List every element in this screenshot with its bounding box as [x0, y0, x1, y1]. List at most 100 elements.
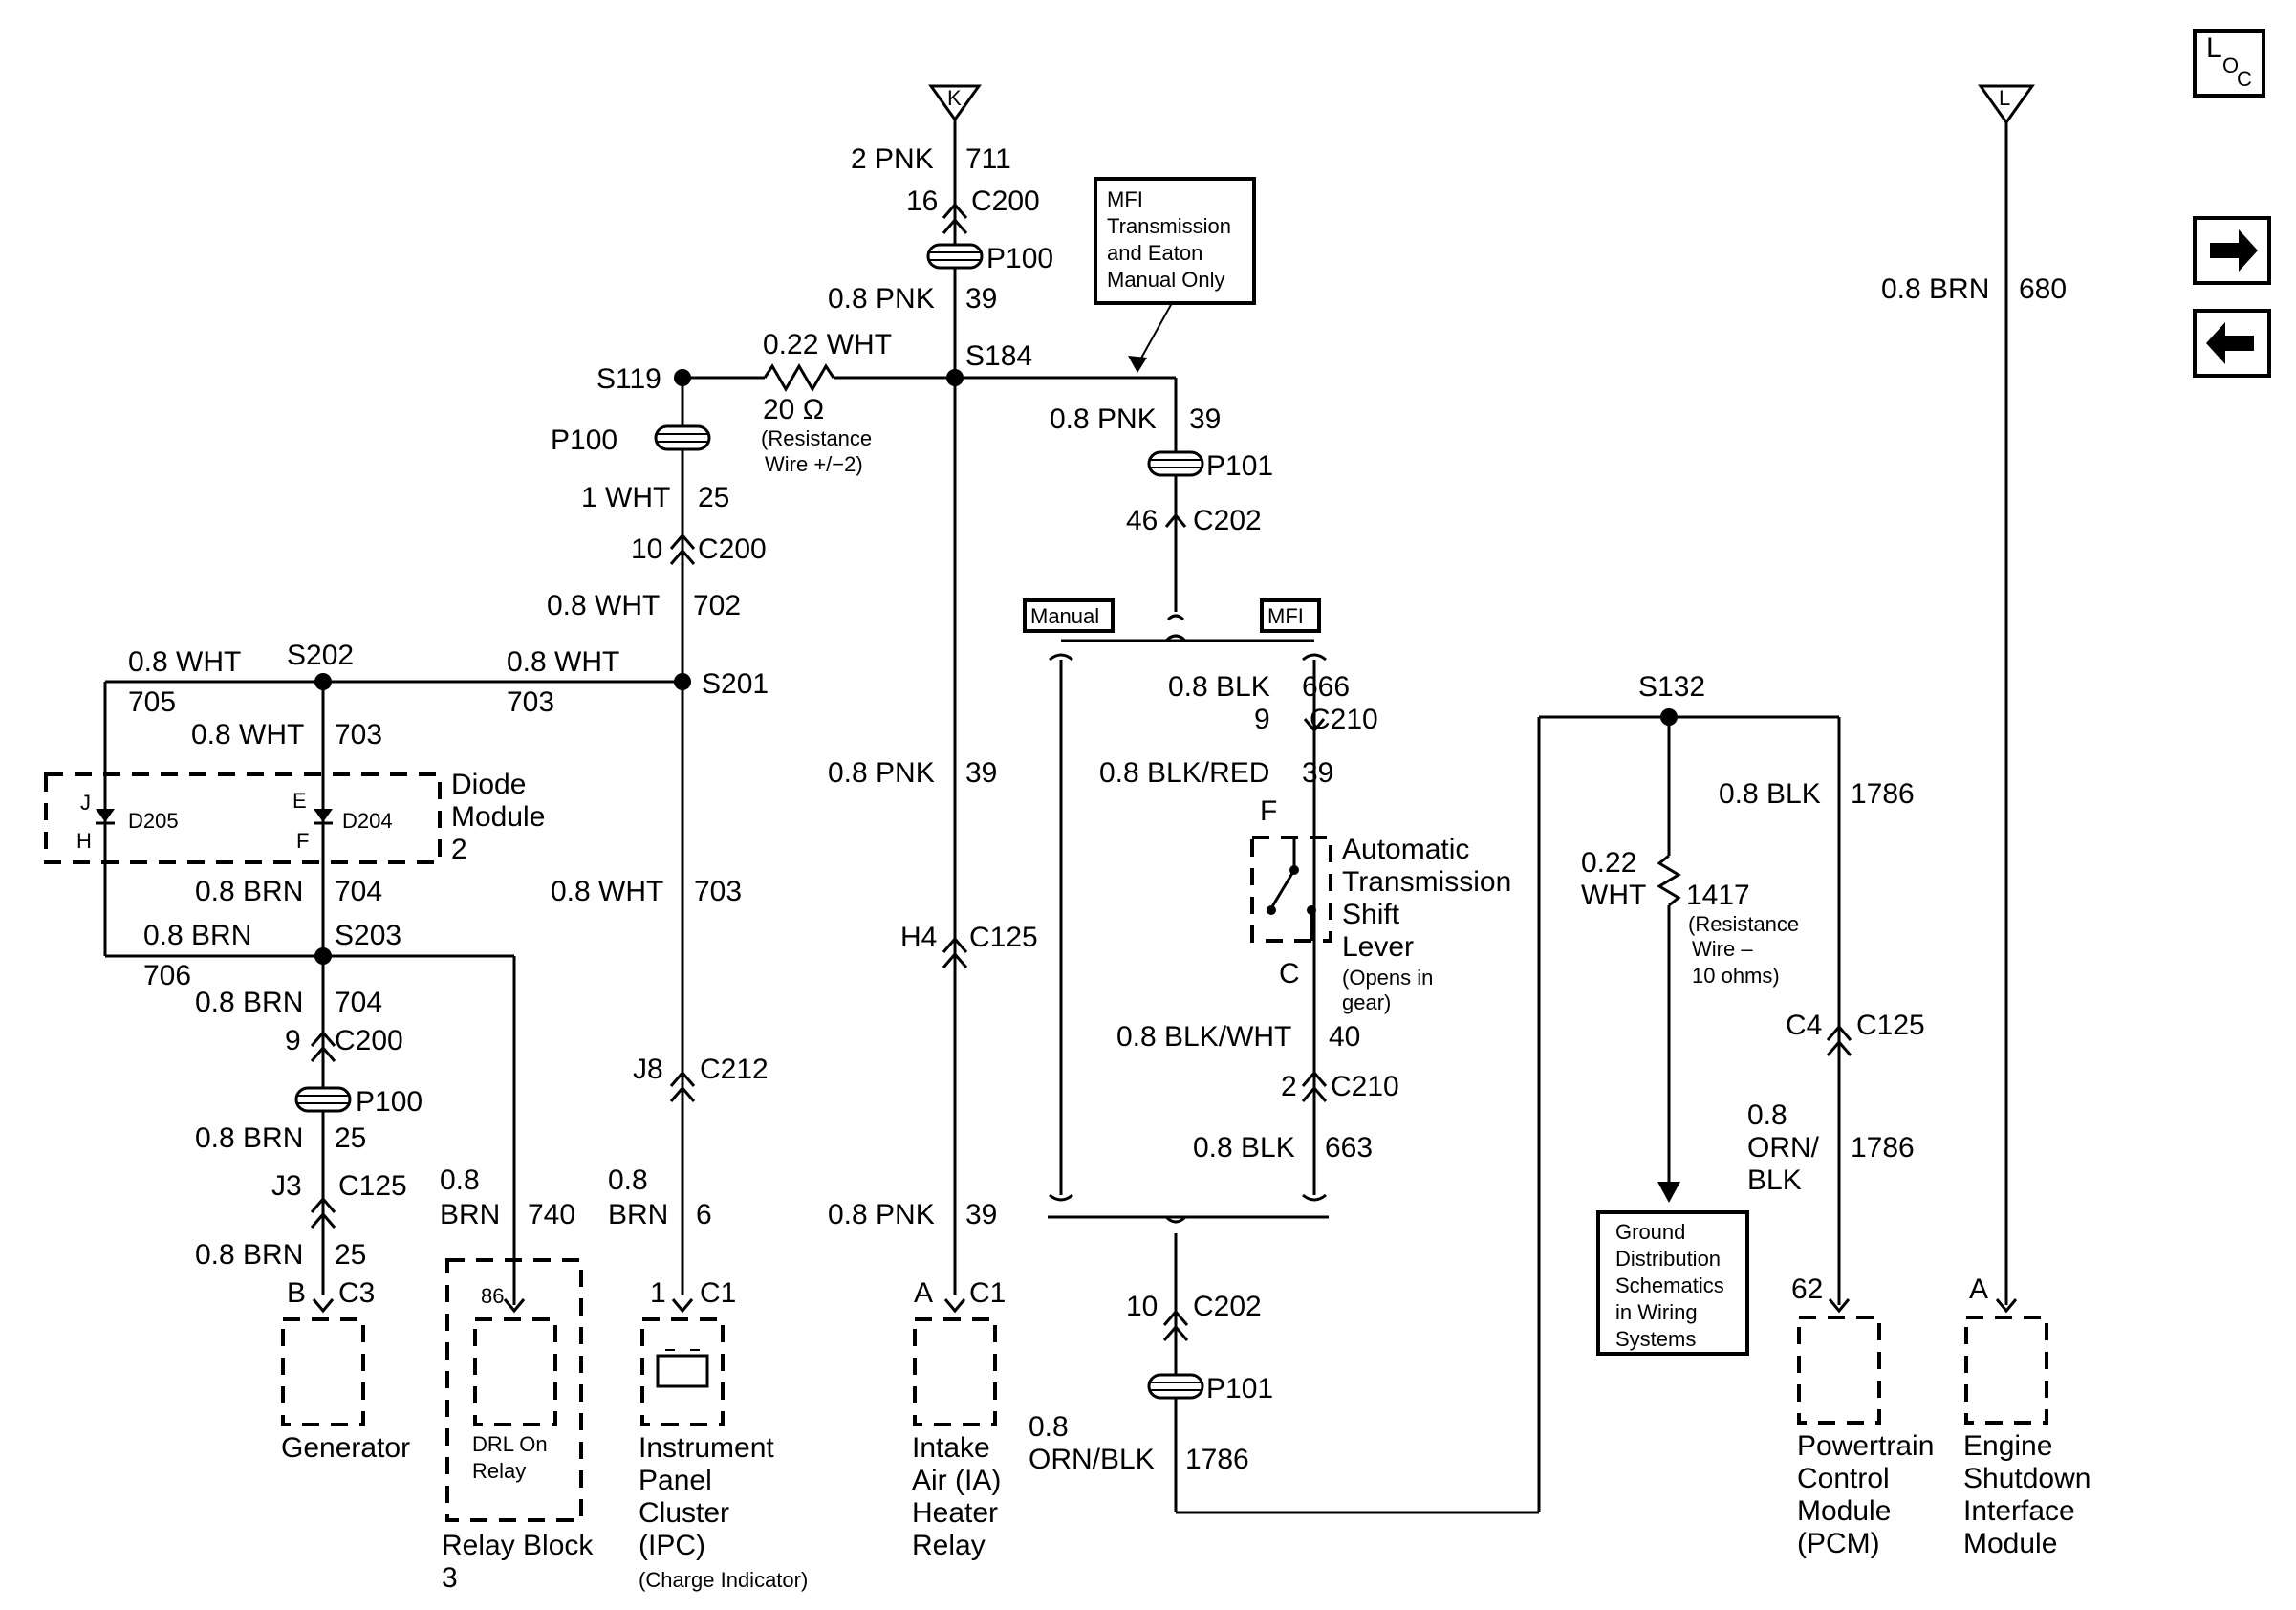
l-letter: L: [1999, 86, 2010, 110]
l-wire-size: 0.8 BRN: [1881, 273, 1989, 305]
rb-p101: P101: [1206, 450, 1273, 482]
k-offpage-connector[interactable]: K: [928, 84, 982, 122]
s119-p100: P100: [551, 424, 617, 456]
ia-circuit-bot: 39: [965, 1199, 997, 1230]
s119-circuit: 25: [698, 482, 729, 513]
k-wire2: 0.8 PNK: [828, 283, 935, 315]
esim-pin: A: [1969, 1273, 1988, 1305]
pcm-circuit: 1786: [1851, 778, 1915, 810]
s132-res-wire-b: WHT: [1581, 880, 1646, 911]
rb-circuit: 39: [1189, 403, 1221, 435]
bc-c202: C202: [1193, 1291, 1262, 1322]
s203-top-wire: 0.8 BRN: [195, 876, 303, 907]
ground-distribution-box[interactable]: Ground Distribution Schematics in Wiring…: [1596, 1210, 1749, 1356]
s203-top-circuit: 704: [335, 876, 382, 907]
bc-p101: P101: [1206, 1373, 1273, 1404]
loc-button[interactable]: L O C: [2193, 29, 2265, 98]
pcm-wire: 0.8 BLK: [1719, 778, 1821, 810]
pcm-wire2-c: BLK: [1747, 1164, 1802, 1196]
rb-wire: 0.8 PNK: [1050, 403, 1157, 435]
ia-circuit-top: 39: [965, 757, 997, 789]
s201-wire3-b: BRN: [608, 1199, 668, 1230]
s201-circuit3: 6: [696, 1199, 712, 1230]
esim-label2: Shutdown: [1963, 1463, 2090, 1494]
ia-wire-bot: 0.8 PNK: [828, 1199, 935, 1230]
s201-c212: C212: [700, 1054, 769, 1085]
pcm-wire2-b: ORN/: [1747, 1132, 1820, 1164]
esim-component[interactable]: [1964, 1316, 2048, 1425]
diode-pin-e: E: [292, 789, 307, 813]
s119-circuit2: 702: [693, 590, 741, 621]
ia-label1: Intake: [912, 1432, 990, 1464]
sl-circuit2: 39: [1302, 757, 1333, 789]
resistor-top-note2: Wire +/−2): [765, 452, 863, 476]
diode-label2: Module: [451, 801, 545, 833]
s203-down-circuit: 704: [335, 987, 382, 1018]
mfi-note-box: MFI Transmission and Eaton Manual Only: [1094, 177, 1256, 305]
esim-label1: Engine: [1963, 1430, 2052, 1462]
mfi-note-line4: Manual Only: [1107, 268, 1225, 292]
generator-label: Generator: [281, 1432, 410, 1464]
s119-c200: C200: [698, 533, 767, 565]
diode-pin-h: H: [76, 829, 92, 853]
resistor-top-value: 20 Ω: [763, 394, 824, 425]
pcm-component[interactable]: [1797, 1316, 1881, 1425]
bc-wire-b: ORN/BLK: [1029, 1444, 1155, 1475]
ipc-label3: Cluster: [639, 1497, 729, 1529]
mfi-note-line2: Transmission: [1107, 214, 1231, 238]
s201-left-circuit: 703: [507, 686, 554, 718]
sl-circuit3: 40: [1329, 1021, 1360, 1053]
prev-page-button[interactable]: [2193, 309, 2271, 378]
sl-wire1: 0.8 BLK: [1168, 671, 1270, 703]
pcm-label1: Powertrain: [1797, 1430, 1934, 1462]
s201-down-circuit: 703: [694, 876, 742, 907]
k-wire-size: 2 PNK: [851, 143, 934, 175]
sl-wire2: 0.8 BLK/RED: [1099, 757, 1269, 789]
sl-pin3: 2: [1281, 1071, 1297, 1102]
s132-res-circuit: 1417: [1686, 880, 1750, 911]
sl-circuit4: 663: [1325, 1132, 1373, 1164]
ground-line3: Schematics: [1615, 1273, 1724, 1297]
shift-lever-switch[interactable]: [1250, 836, 1332, 943]
diode-pin-f: F: [296, 829, 309, 853]
ipc-component[interactable]: [640, 1317, 725, 1426]
k-circuit2: 39: [965, 283, 997, 315]
ia-conn: C1: [969, 1277, 1006, 1309]
relay-wire-a: 0.8: [440, 1164, 480, 1196]
rb-c202: C202: [1193, 505, 1262, 536]
arrow-right-icon: [2210, 229, 2258, 272]
k-p100: P100: [986, 243, 1053, 274]
s201-pin-j8: J8: [633, 1054, 663, 1085]
ground-line4: in Wiring: [1615, 1300, 1698, 1324]
pcm-pin-c4: C4: [1786, 1010, 1822, 1041]
sl-pin-f: F: [1260, 795, 1277, 827]
sl-wire3: 0.8 BLK/WHT: [1116, 1021, 1291, 1053]
esim-label4: Module: [1963, 1528, 2057, 1559]
k-circuit: 711: [965, 143, 1011, 175]
s203-p100: P100: [356, 1086, 422, 1118]
l-offpage-connector[interactable]: L: [1978, 84, 2035, 125]
ia-label2: Air (IA): [912, 1465, 1001, 1496]
s203-wire4: 0.8 BRN: [195, 1239, 303, 1271]
ia-relay-component[interactable]: [913, 1317, 997, 1426]
sl-label2: Transmission: [1342, 866, 1511, 898]
s203-pin: 9: [285, 1025, 301, 1056]
sl-conn3: C210: [1331, 1071, 1399, 1102]
loc-c: C: [2237, 67, 2252, 91]
relay-inner1: DRL On: [472, 1432, 548, 1456]
s202-circuit-left: 705: [128, 686, 176, 718]
ia-wire-top: 0.8 PNK: [828, 757, 935, 789]
splice-s119: S119: [596, 363, 661, 395]
next-page-button[interactable]: [2193, 216, 2271, 285]
sl-wire4: 0.8 BLK: [1193, 1132, 1295, 1164]
ipc-note: (Charge Indicator): [639, 1568, 808, 1592]
relay-block[interactable]: [445, 1258, 583, 1522]
s132-note3: 10 ohms): [1692, 964, 1780, 988]
s202-circuit-down: 703: [335, 719, 382, 751]
bc-pin: 10: [1126, 1291, 1158, 1322]
generator-component[interactable]: [281, 1317, 365, 1426]
pcm-label3: Module: [1797, 1495, 1891, 1527]
splice-s132: S132: [1638, 671, 1705, 703]
s119-wire2: 0.8 WHT: [547, 590, 660, 621]
